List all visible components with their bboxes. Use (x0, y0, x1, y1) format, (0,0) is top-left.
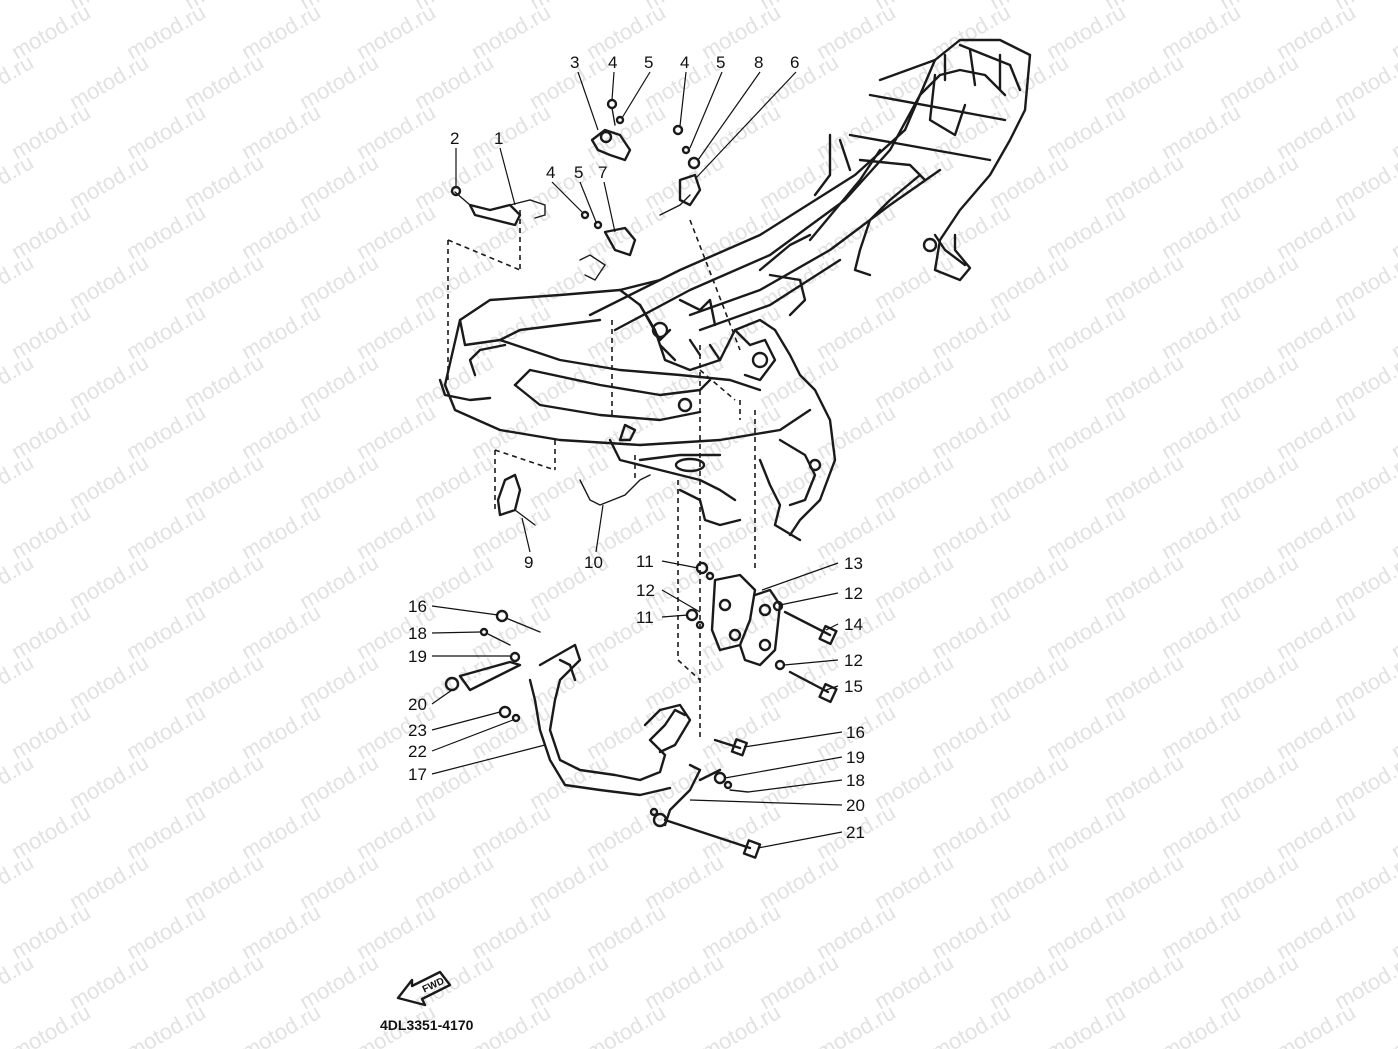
watermark-text: motod.ru (1272, 999, 1360, 1049)
callout-12: 12 (636, 581, 655, 600)
callout-18: 18 (846, 771, 865, 790)
callout-13: 13 (844, 554, 863, 573)
watermark-text: motod.ru (0, 949, 38, 1014)
watermark-text: motod.ru (237, 999, 325, 1049)
callout-4: 4 (680, 53, 689, 72)
watermark-text: motod.ru (0, 449, 38, 514)
callout-19: 19 (846, 748, 865, 767)
watermark-text: motod.ru (0, 0, 38, 14)
callout-20: 20 (846, 796, 865, 815)
watermark-text: motod.ru (122, 999, 210, 1049)
leader-lines (431, 71, 843, 849)
callout-18: 18 (408, 624, 427, 643)
callout-labels: 3 4 5 4 5 8 6 2 1 4 5 7 9 10 11 12 11 13… (408, 53, 865, 842)
callout-12: 12 (844, 651, 863, 670)
callout-2: 2 (450, 129, 459, 148)
callout-4: 4 (608, 53, 617, 72)
callout-4: 4 (546, 163, 555, 182)
watermark-text: motod.ru (0, 49, 38, 114)
watermark-text: motod.ru (697, 999, 785, 1049)
callout-5: 5 (574, 163, 583, 182)
watermark-text: motod.ru (0, 549, 38, 614)
callout-17: 17 (408, 765, 427, 784)
callout-20: 20 (408, 695, 427, 714)
callout-9: 9 (524, 553, 533, 572)
callout-5: 5 (716, 53, 725, 72)
callout-8: 8 (754, 53, 763, 72)
watermark-text: motod.ru (0, 749, 38, 814)
watermark-text: motod.ru (0, 349, 38, 414)
watermark-text: motod.ru (1387, 999, 1398, 1049)
callout-5: 5 (644, 53, 653, 72)
callout-23: 23 (408, 721, 427, 740)
callout-10: 10 (584, 553, 603, 572)
watermark-text: motod.ru (0, 849, 38, 914)
callout-16: 16 (846, 723, 865, 742)
callout-16: 16 (408, 597, 427, 616)
watermark-text: motod.ru (582, 999, 670, 1049)
watermark-text: motod.ru (1042, 999, 1130, 1049)
watermark-text: motod.ru (0, 249, 38, 314)
part-number: 4DL3351-4170 (380, 1017, 474, 1033)
watermark-text: motod.ru (467, 999, 555, 1049)
callout-1: 1 (494, 129, 503, 148)
callout-21: 21 (846, 823, 865, 842)
callout-6: 6 (790, 53, 799, 72)
watermark-text: motod.ru (0, 149, 38, 214)
callout-7: 7 (598, 163, 607, 182)
callout-19: 19 (408, 647, 427, 666)
callout-15: 15 (844, 677, 863, 696)
callout-12: 12 (844, 584, 863, 603)
callout-11: 11 (636, 608, 654, 627)
watermark-text: motod.ru (0, 649, 38, 714)
watermark-text: motod.ru (1157, 999, 1245, 1049)
watermark-text: motod.ru (7, 999, 95, 1049)
watermark-text: motod.ru (927, 999, 1015, 1049)
callout-14: 14 (844, 615, 863, 634)
callout-3: 3 (570, 53, 579, 72)
callout-11: 11 (636, 552, 654, 571)
watermark-text: motod.ru (812, 999, 900, 1049)
callout-22: 22 (408, 742, 427, 761)
